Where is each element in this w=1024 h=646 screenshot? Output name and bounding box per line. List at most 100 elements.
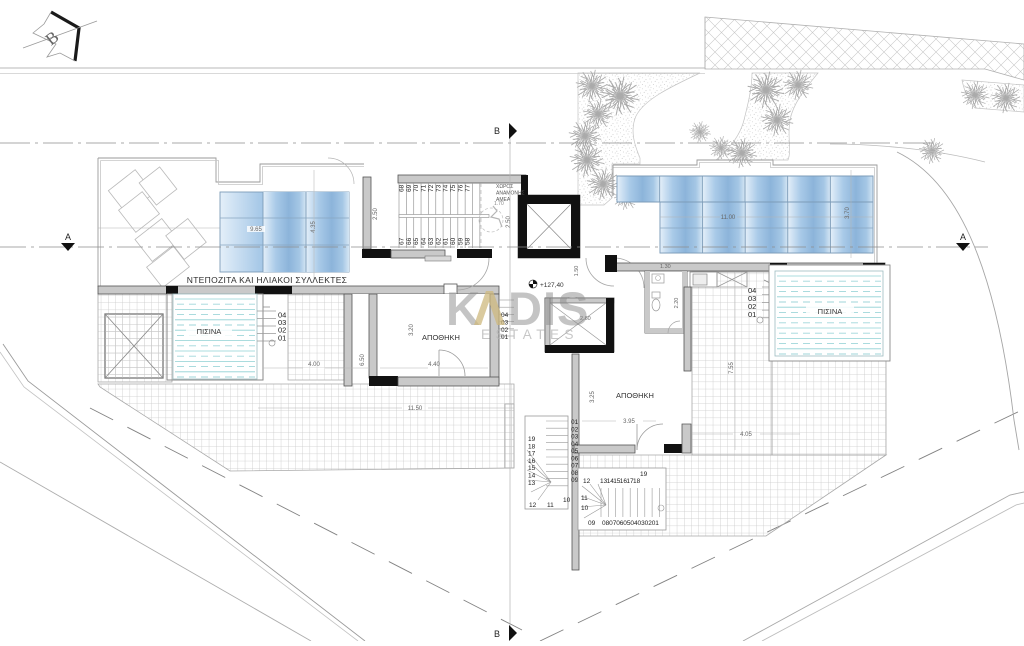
svg-text:3.95: 3.95 [623,419,635,425]
svg-text:16: 16 [620,478,628,485]
svg-text:02: 02 [278,326,286,335]
svg-text:+127,40: +127,40 [540,282,564,289]
svg-text:08: 08 [571,470,579,477]
svg-text:02: 02 [645,520,653,527]
svg-text:03: 03 [638,520,646,527]
svg-text:04: 04 [748,286,756,295]
svg-text:58: 58 [465,237,472,245]
svg-text:02: 02 [571,426,579,433]
svg-text:72: 72 [428,184,435,192]
svg-text:18: 18 [528,443,536,450]
svg-text:10: 10 [581,505,589,512]
svg-text:05: 05 [623,520,631,527]
svg-text:04: 04 [501,312,509,319]
svg-text:4.05: 4.05 [740,432,752,438]
svg-text:04: 04 [571,441,579,448]
svg-text:13: 13 [528,480,536,487]
svg-text:02: 02 [501,327,509,334]
svg-text:04: 04 [630,520,638,527]
svg-text:01: 01 [278,333,286,342]
svg-text:A: A [65,232,71,242]
svg-text:19: 19 [640,471,648,478]
svg-text:9.65: 9.65 [250,227,262,233]
svg-text:69: 69 [406,184,413,192]
svg-text:05: 05 [571,448,579,455]
svg-text:07: 07 [609,520,617,527]
svg-text:7.55: 7.55 [729,362,735,374]
svg-text:19: 19 [528,436,536,443]
svg-text:3.70: 3.70 [845,207,851,219]
svg-text:ΑΠΟΘΗΚΗ: ΑΠΟΘΗΚΗ [422,333,460,342]
svg-text:10: 10 [563,497,571,504]
svg-text:B: B [494,629,500,639]
svg-text:ESTATES: ESTATES [481,327,579,342]
svg-text:15: 15 [528,465,536,472]
svg-text:01: 01 [652,520,660,527]
svg-text:01: 01 [501,334,509,341]
svg-text:66: 66 [406,237,413,245]
svg-text:K: K [446,282,480,335]
svg-text:11.50: 11.50 [408,406,423,412]
svg-text:03: 03 [278,318,286,327]
svg-text:12: 12 [583,478,591,485]
svg-text:11: 11 [547,502,554,509]
svg-text:3.20: 3.20 [409,324,415,336]
svg-text:74: 74 [443,184,450,192]
svg-text:77: 77 [465,184,472,192]
svg-text:06: 06 [571,455,579,462]
svg-text:08: 08 [602,520,610,527]
svg-text:18: 18 [633,478,641,485]
svg-text:A: A [960,232,966,242]
svg-text:12: 12 [529,502,537,509]
svg-text:63: 63 [428,237,435,245]
svg-text:09: 09 [571,477,579,484]
svg-text:62: 62 [435,237,442,245]
svg-text:DIS: DIS [508,282,589,335]
svg-text:3.25: 3.25 [590,391,596,403]
svg-text:61: 61 [443,237,450,245]
svg-text:02: 02 [748,302,756,311]
svg-text:64: 64 [421,237,428,245]
svg-text:2.60: 2.60 [580,316,591,322]
svg-text:4.40: 4.40 [428,362,440,368]
svg-text:04: 04 [278,311,286,320]
svg-text:2.50: 2.50 [373,208,379,220]
svg-text:09: 09 [588,520,596,527]
svg-text:17: 17 [528,451,536,458]
svg-text:16: 16 [528,458,536,465]
svg-text:01: 01 [748,310,756,319]
svg-text:2.50: 2.50 [506,216,512,228]
svg-text:11.00: 11.00 [721,215,736,221]
svg-text:1.70: 1.70 [494,201,504,207]
svg-text:ΝΤΕΠΟΖΙΤΑ ΚΑΙ ΗΛΙΑΚΟΙ ΣΥΛΛΕΚΤΕ: ΝΤΕΠΟΖΙΤΑ ΚΑΙ ΗΛΙΑΚΟΙ ΣΥΛΛΕΚΤΕΣ [187,275,347,285]
svg-text:03: 03 [571,434,579,441]
svg-text:4.00: 4.00 [308,362,320,368]
svg-text:60: 60 [450,237,457,245]
svg-text:71: 71 [421,184,428,192]
svg-text:ΑΠΟΘΗΚΗ: ΑΠΟΘΗΚΗ [616,391,654,400]
svg-text:17: 17 [626,478,634,485]
svg-text:6.50: 6.50 [360,354,366,366]
svg-text:67: 67 [399,237,406,245]
svg-text:13: 13 [600,478,608,485]
svg-text:ΠΙΣΙΝΑ: ΠΙΣΙΝΑ [818,307,843,316]
svg-text:65: 65 [413,237,420,245]
svg-text:03: 03 [748,294,756,303]
svg-text:03: 03 [501,319,509,326]
svg-text:1.50: 1.50 [574,266,580,277]
svg-text:75: 75 [450,184,457,192]
svg-text:06: 06 [616,520,624,527]
svg-text:ΧΩΡΟΣ: ΧΩΡΟΣ [496,184,513,190]
svg-text:1.30: 1.30 [660,264,671,270]
svg-text:14: 14 [607,478,615,485]
svg-text:B: B [494,126,500,136]
svg-text:59: 59 [457,237,464,245]
svg-text:70: 70 [413,184,420,192]
svg-text:14: 14 [528,473,536,480]
svg-text:76: 76 [457,184,464,192]
svg-text:07: 07 [571,463,579,470]
svg-text:68: 68 [399,184,406,192]
svg-text:2.20: 2.20 [674,298,680,309]
svg-text:73: 73 [435,184,442,192]
svg-text:ΑΜΕΑ: ΑΜΕΑ [496,197,511,203]
